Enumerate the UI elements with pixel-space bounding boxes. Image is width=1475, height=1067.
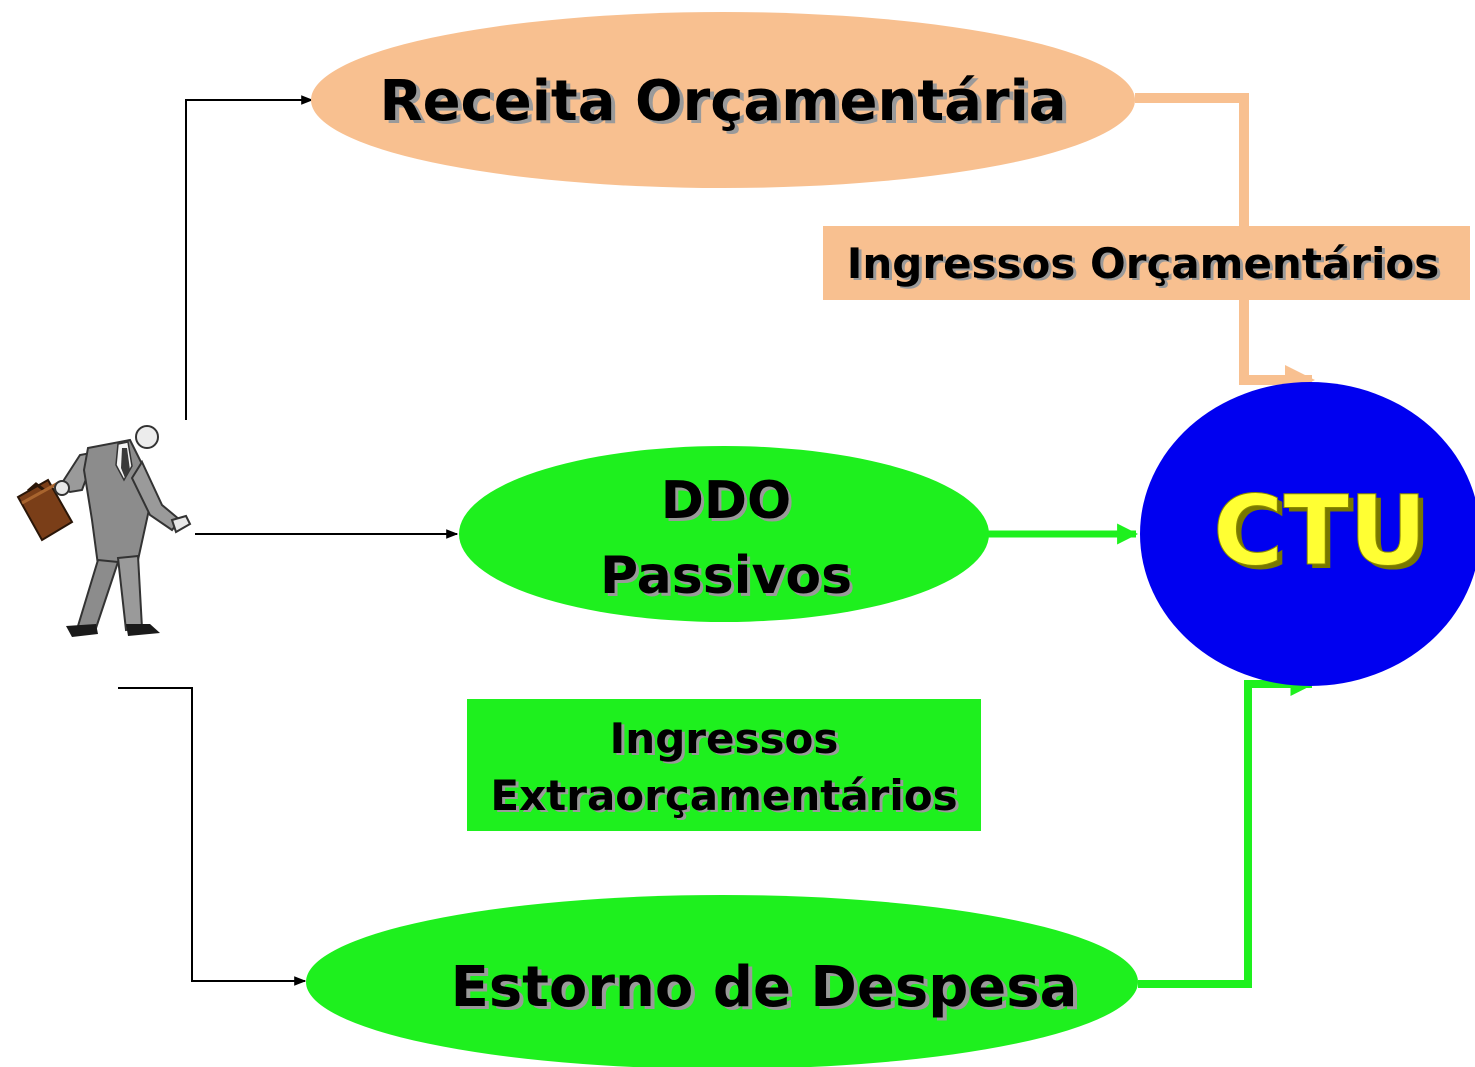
receita-label: Receita Orçamentária: [379, 69, 1066, 134]
briefcase-icon: [16, 478, 74, 542]
ctu-label-shadow: CTU: [1218, 479, 1432, 591]
businessman-with-briefcase-icon: [16, 425, 192, 637]
label-ingressos-extraorcamentarios: Ingressos Ingressos Extraorçamentários E…: [467, 699, 981, 831]
ingressos-orcamentarios-text: Ingressos Orçamentários: [847, 239, 1439, 288]
ingressos-extra-line1: Ingressos: [610, 714, 839, 763]
node-ddo-passivos: DDO DDO Passivos Passivos: [459, 446, 989, 622]
connector-estorno-to-ctu: [1138, 672, 1315, 988]
node-receita-orcamentaria: Receita Orçamentária Receita Orçamentári…: [311, 12, 1135, 188]
node-estorno-de-despesa: Estorno de Despesa Estorno de Despesa: [306, 895, 1138, 1067]
passivos-label: Passivos: [600, 546, 852, 606]
label-ingressos-orcamentarios: Ingressos Orçamentários Ingressos Orçame…: [823, 226, 1470, 300]
ingressos-extra-line2: Extraorçamentários: [490, 771, 957, 820]
ingressos-extra-line2-shadow: Extraorçamentários: [493, 773, 960, 822]
receita-label-shadow: Receita Orçamentária: [383, 72, 1070, 137]
connector-to-receita: [185, 95, 314, 420]
estorno-label-shadow: Estorno de Despesa: [455, 958, 1082, 1023]
ingressos-orcamentarios-shadow: Ingressos Orçamentários: [850, 241, 1442, 290]
ddo-label-shadow: DDO: [664, 474, 795, 534]
ddo-label: DDO: [661, 471, 792, 531]
ingressos-extra-line1-shadow: Ingressos: [613, 716, 842, 765]
node-ctu: CTU CTU: [1140, 382, 1475, 686]
estorno-label: Estorno de Despesa: [451, 955, 1078, 1020]
ctu-label: CTU: [1213, 475, 1427, 587]
connector-to-estorno: [118, 687, 307, 986]
passivos-label-shadow: Passivos: [603, 549, 855, 609]
